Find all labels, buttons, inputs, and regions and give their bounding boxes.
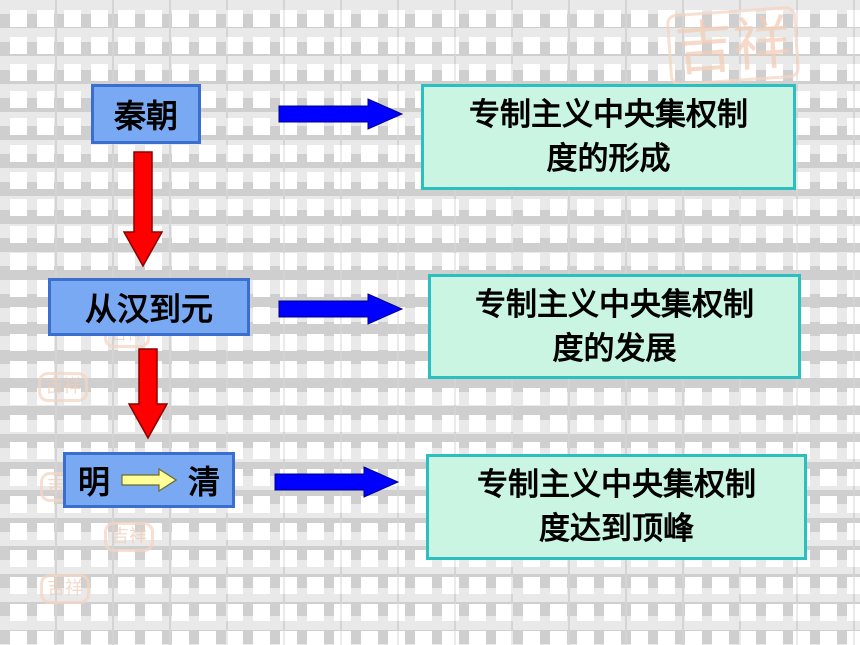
right-arrow-2 xyxy=(278,293,404,325)
era-label-qing: 清 xyxy=(187,463,220,501)
result-box-development: 专制主义中央集权制 度的发展 xyxy=(428,274,801,379)
era-box-qin: 秦朝 xyxy=(91,84,201,144)
right-arrow-3 xyxy=(274,466,400,498)
result-text-line2: 度的形成 xyxy=(546,141,671,177)
small-arrow-icon xyxy=(121,468,177,492)
right-arrow-1 xyxy=(278,98,404,130)
seal-watermark-small: 吉祥 xyxy=(104,522,154,552)
down-arrow-2 xyxy=(127,348,169,440)
era-label-qin: 秦朝 xyxy=(113,97,178,135)
result-text-line1: 专制主义中央集权制 xyxy=(475,286,754,323)
seal-watermark-small: 吉祥 xyxy=(40,574,90,604)
result-text-line1: 专制主义中央集权制 xyxy=(477,467,756,503)
down-arrow-1 xyxy=(122,151,164,268)
seal-watermark-small: 吉祥 xyxy=(38,372,88,402)
result-text-line2: 度的发展 xyxy=(552,330,677,367)
result-text-line1: 专制主义中央集权制 xyxy=(469,97,748,133)
era-label-han-to-yuan: 从汉到元 xyxy=(84,290,213,328)
era-box-ming-qing: 明 清 xyxy=(63,452,235,508)
era-label-ming: 明 xyxy=(78,463,111,501)
result-text-line2: 度达到顶峰 xyxy=(539,511,694,547)
result-box-formation: 专制主义中央集权制 度的形成 xyxy=(421,84,796,190)
era-box-han-to-yuan: 从汉到元 xyxy=(48,278,250,336)
result-box-peak: 专制主义中央集权制 度达到顶峰 xyxy=(426,454,807,560)
